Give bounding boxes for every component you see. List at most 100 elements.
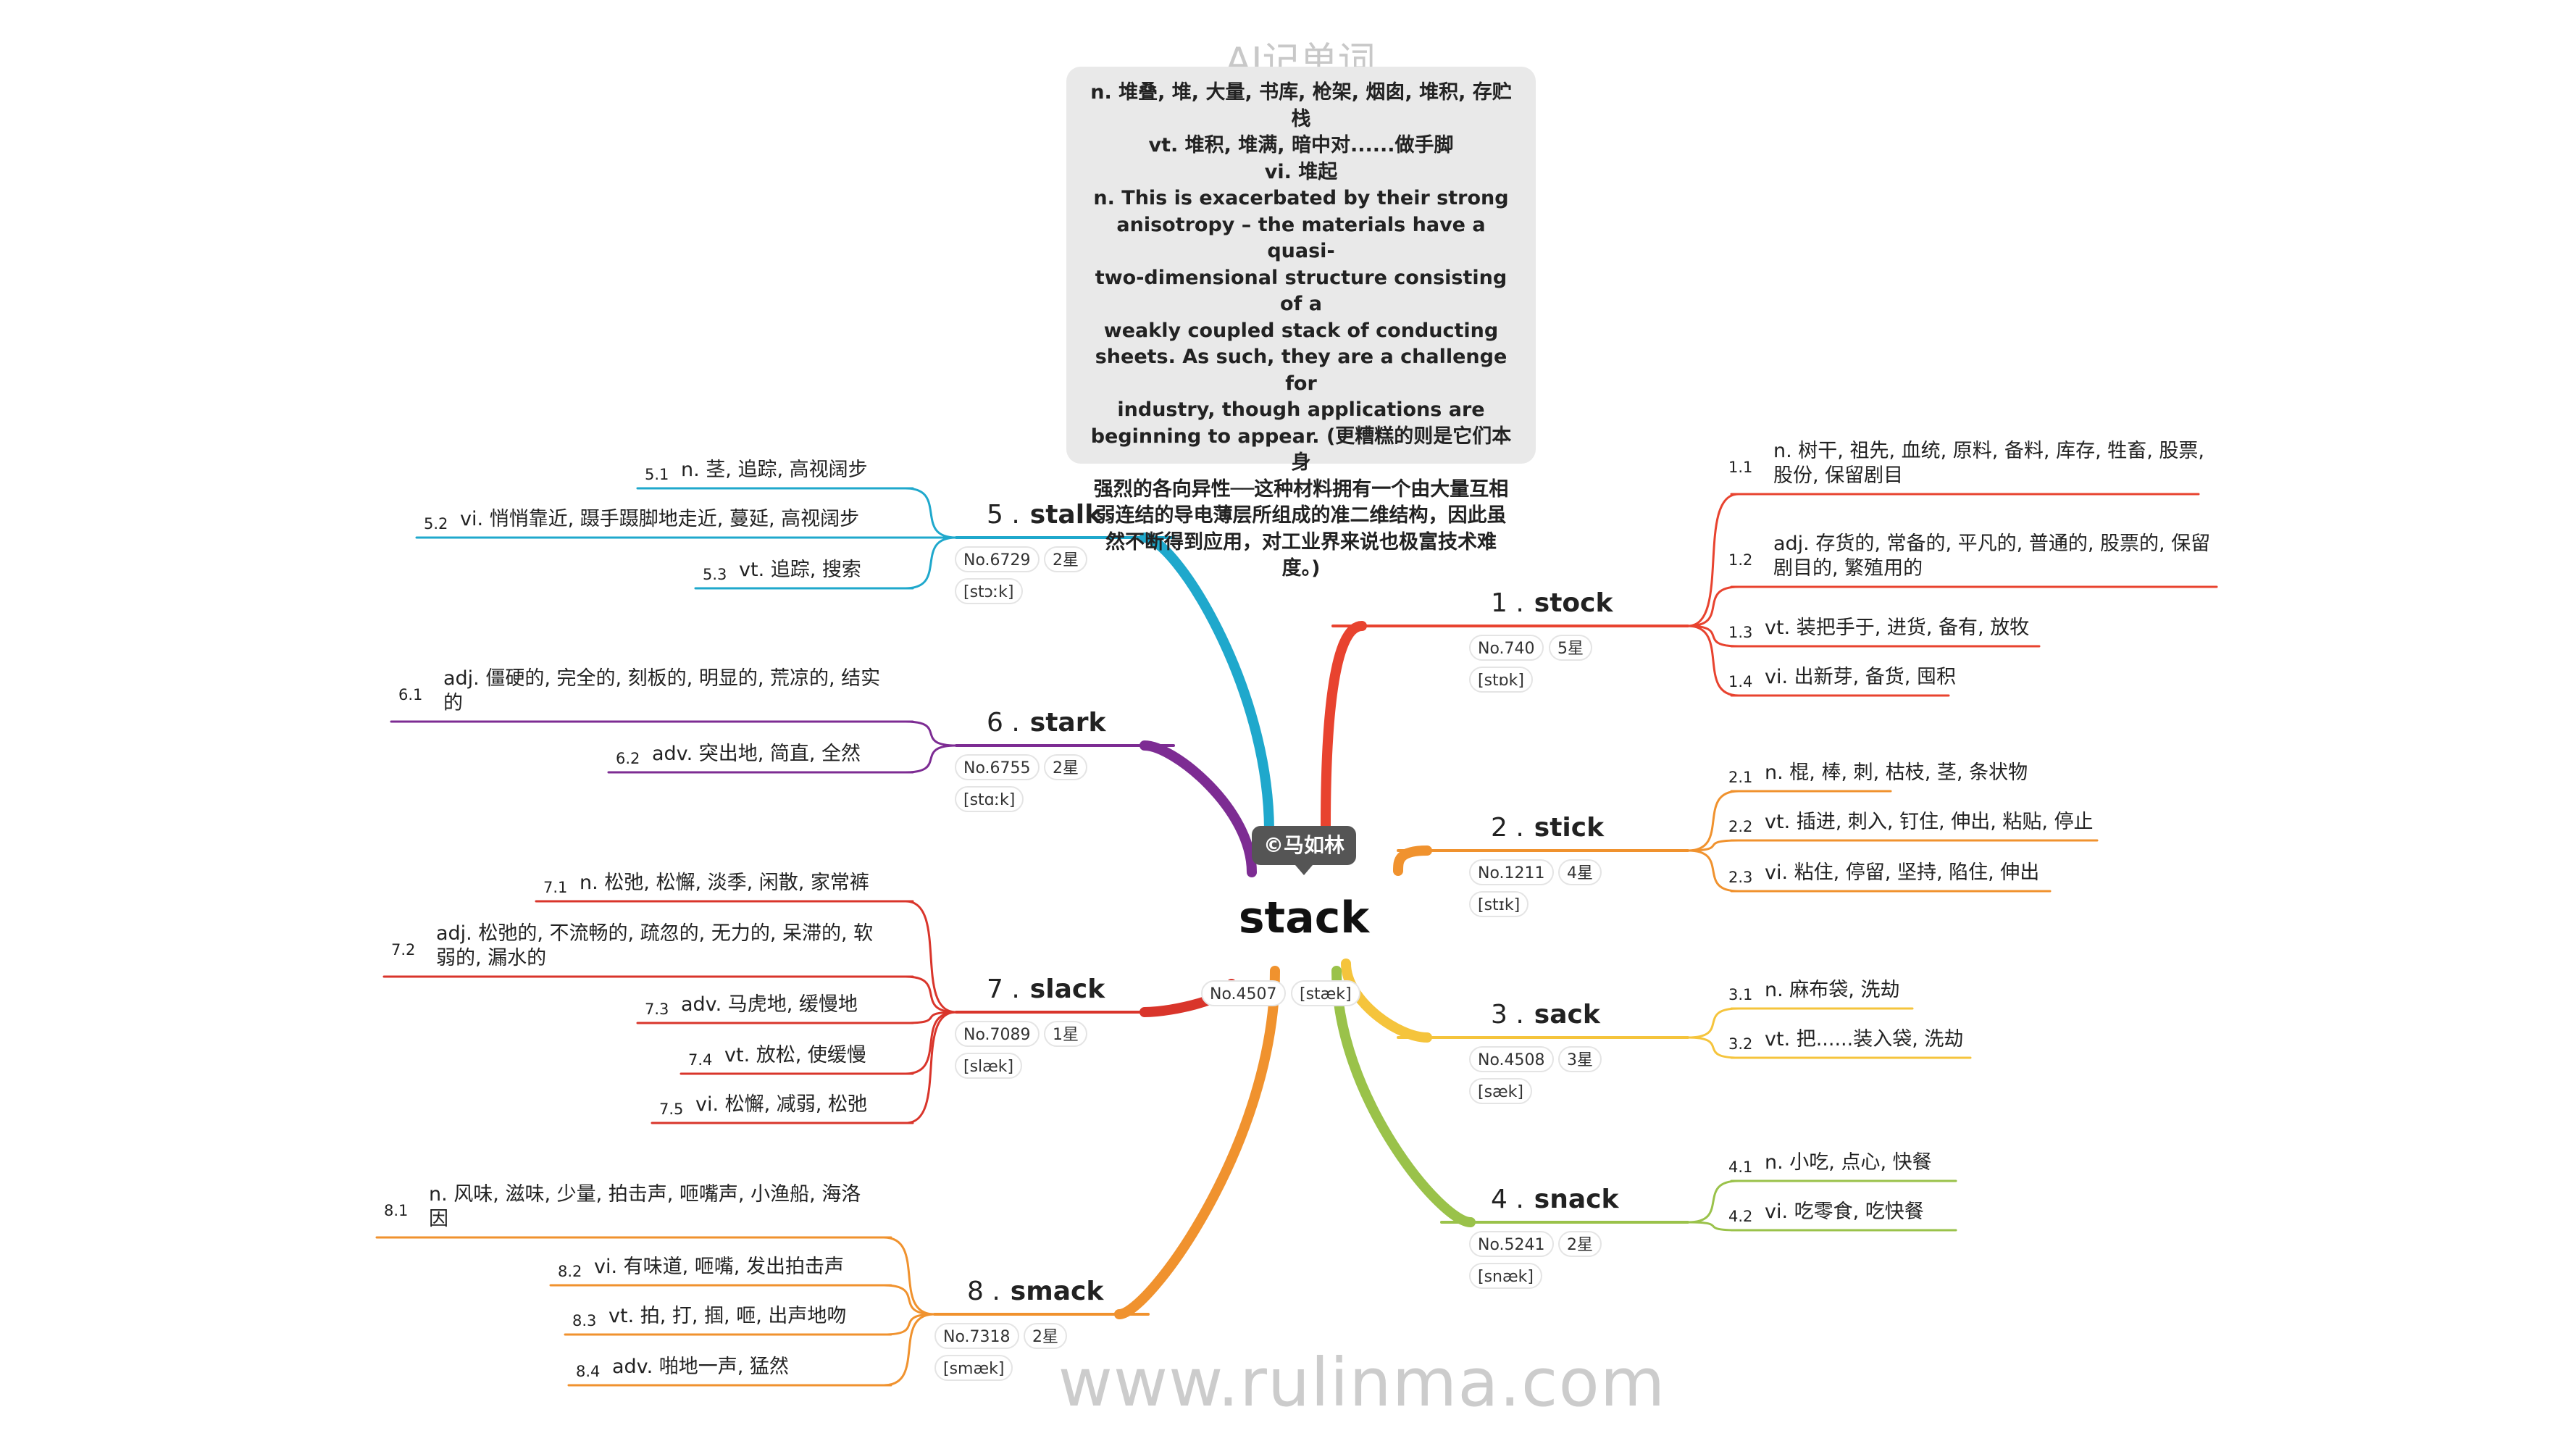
- center-phonetic-badge: [stæk]: [1291, 980, 1360, 1006]
- leaf-number: 8.1: [384, 1202, 409, 1219]
- branch-title-stick: 2 . stick: [1491, 813, 1604, 843]
- leaf-text: adj. 松弛的, 不流畅的, 疏忽的, 无力的, 呆滞的, 软: [436, 922, 874, 945]
- branch-number: 8 .: [967, 1277, 1000, 1306]
- leaf-connector: [1686, 1179, 1740, 1224]
- author-tag: ©马如林: [1252, 826, 1357, 875]
- leaf-number: 3.2: [1728, 1035, 1753, 1053]
- leaf-number: 3.1: [1728, 986, 1753, 1003]
- branch-word: smack: [1010, 1277, 1104, 1306]
- leaf-connector: [1686, 493, 1740, 627]
- leaf-number: 4.2: [1728, 1208, 1753, 1225]
- leaf-text: adv. 啪地一声, 猛然: [612, 1356, 789, 1378]
- star-rating-badge: 3星: [1558, 1046, 1602, 1072]
- phonetic-badge: [stɒk]: [1469, 667, 1533, 693]
- branch-number: 2 .: [1491, 813, 1524, 843]
- center-number-badge: No.4507: [1201, 980, 1286, 1006]
- leaf-text: n. 小吃, 点心, 快餐: [1765, 1151, 1932, 1174]
- leaf-item: 7.4 vt. 放松, 使缓慢: [688, 1043, 866, 1069]
- leaf-number: 8.3: [572, 1312, 597, 1329]
- leaf-number: 2.1: [1728, 769, 1753, 786]
- leaf-connector: [904, 975, 958, 1014]
- star-rating-badge: 5星: [1549, 635, 1592, 661]
- leaf-connector: [904, 536, 958, 590]
- note-line: weakly coupled stack of conducting: [1103, 319, 1499, 342]
- leaf-number: 7.4: [688, 1051, 713, 1069]
- leaf-number: 4.1: [1728, 1158, 1753, 1176]
- leaf-text: 弱的, 漏水的: [436, 947, 547, 969]
- leaf-text: n. 风味, 滋味, 少量, 拍击声, 咂嘴声, 小渔船, 海洛: [429, 1183, 861, 1206]
- leaf-number: 1.2: [1728, 551, 1753, 569]
- leaf-number: 2.2: [1728, 818, 1753, 835]
- leaf-connector: [882, 1236, 936, 1316]
- leaf-connector: [904, 720, 958, 747]
- branch-number: 3 .: [1491, 1000, 1524, 1030]
- branch-number: 1 .: [1491, 588, 1524, 618]
- branch-number: 5 .: [987, 500, 1020, 530]
- branch-word: snack: [1534, 1185, 1619, 1214]
- leaf-text: vi. 粘住, 停留, 坚持, 陷住, 伸出: [1765, 861, 2040, 884]
- branch-trunk-stick: [1393, 845, 1432, 876]
- leaf-number: 7.1: [543, 879, 568, 896]
- leaf-item: 8.1 n. 风味, 滋味, 少量, 拍击声, 咂嘴声, 小渔船, 海洛因: [384, 1182, 861, 1232]
- leaf-connector: [1686, 849, 1740, 893]
- branch-title-sack: 3 .sack: [1491, 1000, 1600, 1030]
- branch-trunk-stark: [1139, 740, 1257, 877]
- word-number-badge: No.6755: [955, 754, 1040, 780]
- leaf-number: 5.1: [645, 466, 669, 483]
- leaf-text: vt. 把......装入袋, 洗劫: [1765, 1028, 1964, 1051]
- leaf-text: 的: [443, 692, 463, 714]
- leaf-number: 1.3: [1728, 624, 1753, 641]
- leaf-text: vt. 放松, 使缓慢: [724, 1044, 866, 1066]
- leaf-number: 8.2: [558, 1263, 582, 1280]
- word-number-badge: No.5241: [1469, 1231, 1554, 1257]
- branch-trunk-stalk: [1139, 533, 1274, 837]
- leaf-text: n. 茎, 追踪, 高视阔步: [681, 459, 868, 481]
- leaf-connector: [882, 1284, 936, 1316]
- leaf-text: adv. 马虎地, 缓慢地: [681, 993, 858, 1016]
- branch-word: stock: [1534, 588, 1613, 618]
- leaf-text: adj. 存货的, 常备的, 平凡的, 普通的, 股票的, 保留: [1773, 533, 2211, 555]
- branch-word: stick: [1534, 813, 1605, 843]
- leaf-connector: [1686, 839, 1740, 852]
- leaf-item: 5.1 n. 茎, 追踪, 高视阔步: [645, 458, 868, 483]
- phonetic-badge: [stɪk]: [1469, 891, 1529, 917]
- leaf-text: 因: [429, 1208, 448, 1230]
- word-number-badge: No.1211: [1469, 859, 1554, 885]
- watermark-bottom: www.rulinma.com: [1058, 1344, 1666, 1421]
- leaf-number: 7.2: [391, 941, 416, 959]
- leaf-text: vi. 出新芽, 备货, 囤积: [1765, 666, 1956, 688]
- leaf-number: 5.2: [424, 515, 448, 533]
- branch-word: slack: [1029, 974, 1105, 1004]
- leaf-connector: [904, 1011, 958, 1024]
- branch-word: stalk: [1029, 500, 1103, 530]
- note-line: industry, though applications are: [1117, 398, 1485, 421]
- branch-trunk-sack: [1341, 959, 1432, 1043]
- leaf-text: 剧目的, 繁殖用的: [1773, 557, 1923, 580]
- leaf-connector: [1686, 585, 1740, 627]
- note-line: vt. 堆积, 堆满, 暗中对......做手脚: [1148, 134, 1454, 156]
- phonetic-badge: [smæk]: [934, 1355, 1013, 1381]
- leaf-text: vt. 拍, 打, 掴, 咂, 出声地吻: [609, 1305, 847, 1327]
- note-line: vi. 堆起: [1264, 160, 1338, 183]
- star-rating-badge: 2星: [1044, 754, 1087, 780]
- note-line: two-dimensional structure consisting of …: [1095, 266, 1507, 316]
- leaf-connector: [904, 1011, 958, 1075]
- note-line: beginning to appear. (更糟糕的则是它们本身: [1090, 425, 1512, 475]
- leaf-number: 5.3: [703, 566, 727, 583]
- leaf-text: vt. 插进, 刺入, 钉住, 伸出, 粘贴, 停止: [1765, 811, 2094, 833]
- phonetic-badge: [stɑːk]: [955, 786, 1024, 812]
- leaf-connector: [1686, 1007, 1740, 1039]
- leaf-connector: [904, 744, 958, 774]
- word-number-badge: No.7089: [955, 1021, 1040, 1047]
- note-line: anisotropy – the materials have a quasi-: [1116, 213, 1486, 263]
